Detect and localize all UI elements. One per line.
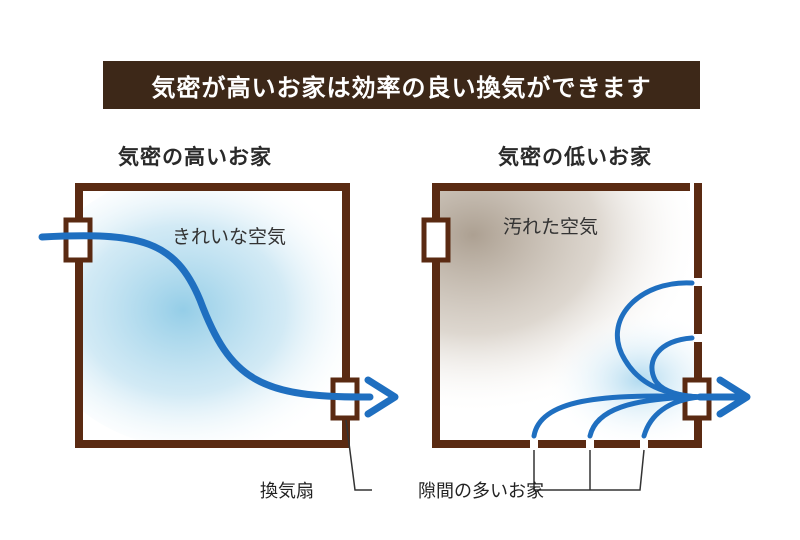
clean-air-cloud (82, 190, 342, 440)
gaps-leader-lines (533, 449, 645, 491)
right-wall-top (432, 183, 690, 191)
right-wall-bottom-seg3 (594, 440, 640, 448)
airflow-arrowhead-left (364, 376, 399, 418)
left-wall-left (75, 183, 83, 448)
right-house-heading: 気密の低いお家 (498, 145, 652, 169)
right-wall-bottom-seg4 (648, 440, 702, 448)
right-wall-right-seg1 (694, 183, 702, 278)
local-clean-air (545, 310, 695, 440)
intake-vent-left (63, 217, 93, 263)
right-wall-right-seg2 (694, 286, 702, 334)
title-banner: 気密が高いお家は効率の良い換気ができます (103, 61, 700, 109)
left-house: きれいな空気 換気扇 (38, 183, 399, 502)
clean-air-label: きれいな空気 (172, 226, 286, 248)
dirty-air-label: 汚れた空気 (503, 216, 598, 238)
leak-flow-4 (587, 394, 703, 439)
left-house-heading: 気密の高いお家 (118, 145, 272, 169)
right-wall-bottom-seg1 (432, 440, 530, 448)
airflow-line-left (38, 232, 374, 401)
left-wall-top (75, 183, 350, 191)
airflow-arrowhead-right (716, 376, 751, 418)
leak-flow-3 (531, 393, 703, 439)
left-wall-bottom (75, 440, 350, 448)
gaps-callout: 隙間の多いお家 (418, 481, 544, 502)
intake-vent-right (421, 217, 451, 263)
right-house: 汚れた空気 隙間の多いお家 (418, 183, 751, 502)
leak-flow-5 (641, 394, 703, 439)
right-wall-left (432, 183, 440, 448)
fan-leader-line (345, 419, 372, 491)
left-wall-right (342, 183, 350, 448)
leak-airflows (531, 280, 703, 439)
fan-callout: 換気扇 (260, 481, 314, 502)
right-wall-bottom-seg2 (538, 440, 586, 448)
